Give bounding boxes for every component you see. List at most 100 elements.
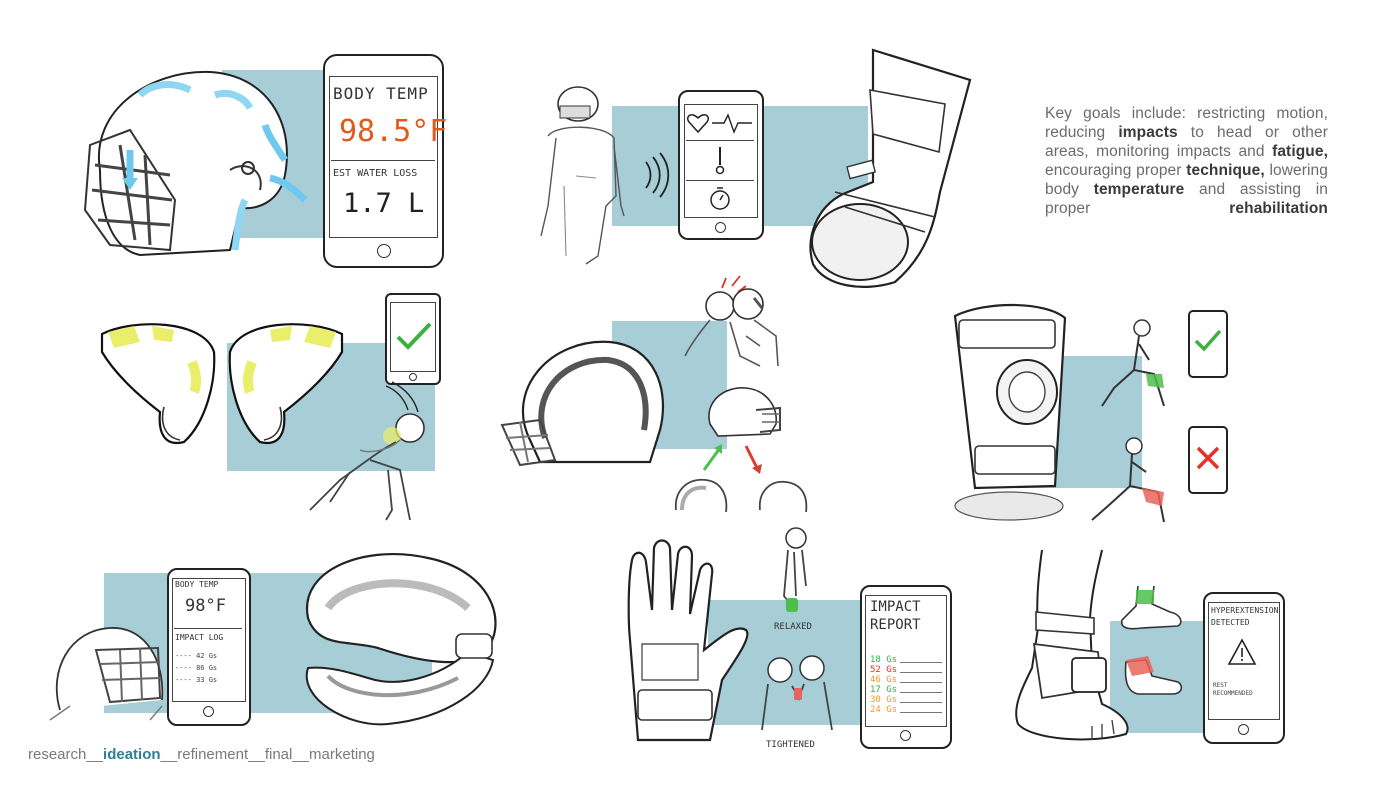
phone-correct xyxy=(1188,310,1228,378)
relaxed-hand-figure xyxy=(783,527,807,612)
tightened-hands-figure xyxy=(761,655,833,731)
stopwatch-icon xyxy=(710,187,730,210)
report-line xyxy=(900,712,942,713)
home-button xyxy=(203,706,214,717)
warning-icon xyxy=(1227,638,1257,665)
divider xyxy=(686,180,754,181)
collision-players-sketch xyxy=(684,275,779,367)
phone-screen xyxy=(865,595,947,727)
home-button xyxy=(377,244,391,258)
process-breadcrumb: research__ideation__refinement__final__m… xyxy=(28,746,375,763)
player-helmet-sketch xyxy=(49,627,164,721)
breadcrumb-separator: __ xyxy=(248,746,265,763)
goals-text: and assisting in proper xyxy=(1045,181,1328,217)
impact-log-title: IMPACT LOG xyxy=(175,633,224,642)
phone-screen xyxy=(390,302,436,372)
shoulder-pads-sketch xyxy=(100,323,344,445)
report-line xyxy=(900,682,942,683)
impact-log-row: ---- 86 Gs xyxy=(175,664,218,672)
impact-log-row: ---- 42 Gs xyxy=(175,652,218,660)
home-button xyxy=(1238,724,1249,735)
phone-impact-log: BODY TEMP 98°F IMPACT LOG ---- 42 Gs ---… xyxy=(167,568,251,726)
tightened-label: TIGHTENED xyxy=(766,740,815,750)
water-loss-label: EST WATER LOSS xyxy=(333,168,418,179)
phone-confirm xyxy=(385,293,441,385)
divider xyxy=(174,628,242,629)
phone-screen xyxy=(1208,602,1280,720)
breadcrumb-research[interactable]: research xyxy=(28,746,87,763)
hyper-title: HYPEREXTENSION xyxy=(1211,606,1279,615)
impact-report-row: 24 Gs xyxy=(870,705,898,715)
phone-hyperextension: HYPEREXTENSION DETECTED REST RECOMMENDED xyxy=(1203,592,1285,744)
breadcrumb-separator: __ xyxy=(160,746,178,763)
ankle-brace-sketch xyxy=(1015,549,1129,741)
lunge-incorrect-figure xyxy=(1091,437,1165,523)
report-line xyxy=(900,662,942,663)
body-temp-value: 98.5°F xyxy=(339,114,448,149)
rest-note: RECOMMENDED xyxy=(1213,690,1253,697)
check-icon xyxy=(1194,329,1222,352)
cleat-correct-sketch xyxy=(1120,585,1182,630)
signal-waves-icon xyxy=(645,152,670,198)
goals-text: Key goals include: restricting motion, r… xyxy=(1045,105,1328,141)
lunge-correct-figure xyxy=(1101,319,1165,407)
report-line xyxy=(900,692,942,693)
phone-screen xyxy=(684,104,758,218)
check-icon xyxy=(396,322,432,350)
player-figure-sketch xyxy=(540,86,625,265)
breadcrumb-separator: __ xyxy=(292,746,310,763)
heart-icon xyxy=(686,114,710,134)
helmet-small-sketch xyxy=(708,387,781,437)
thermometer-icon xyxy=(715,147,725,175)
goals-keyword-technique: technique, xyxy=(1186,162,1265,179)
body-temp-title: BODY TEMP xyxy=(333,84,429,103)
impact-report-row: 18 Gs xyxy=(870,655,898,665)
heartbeat-icon xyxy=(712,113,752,134)
hyper-title: DETECTED xyxy=(1211,618,1250,627)
helmet-cooling-sketch xyxy=(83,70,308,257)
goals-text: lowering body xyxy=(1045,162,1328,198)
report-line xyxy=(900,702,942,703)
impact-log-row: ---- 33 Gs xyxy=(175,676,218,684)
goals-keyword-impacts: impacts xyxy=(1118,124,1178,141)
relaxed-label: RELAXED xyxy=(774,622,812,632)
impact-report-row: 30 Gs xyxy=(870,695,898,705)
goals-text: to head or other areas, monitoring impac… xyxy=(1045,124,1328,160)
breadcrumb-ideation[interactable]: ideation xyxy=(103,746,161,763)
impact-report-row: 46 Gs xyxy=(870,675,898,685)
cleat-incorrect-sketch xyxy=(1124,656,1183,695)
impact-report-title: REPORT xyxy=(870,617,921,633)
home-button xyxy=(900,730,911,741)
glove-sketch xyxy=(627,539,749,742)
log-temp-title: BODY TEMP xyxy=(175,580,219,589)
elbow-brace-sketch xyxy=(809,48,972,288)
tackle-players-sketch xyxy=(309,413,425,521)
breadcrumb-marketing[interactable]: marketing xyxy=(309,746,375,763)
breadcrumb-final[interactable]: final xyxy=(264,746,293,763)
impact-report-title: IMPACT xyxy=(870,599,921,615)
divider xyxy=(686,140,754,141)
breadcrumb-refinement[interactable]: refinement xyxy=(177,746,249,763)
goals-text: encouraging proper xyxy=(1045,162,1182,179)
breadcrumb-separator: __ xyxy=(86,746,104,763)
cross-icon xyxy=(1196,446,1220,470)
water-loss-value: 1.7 L xyxy=(343,188,425,219)
liner-comparison-arrows xyxy=(675,444,808,513)
phone-screen xyxy=(329,76,438,238)
goals-keyword-fatigue: fatigue, xyxy=(1272,143,1328,160)
knee-brace-sketch xyxy=(953,303,1067,521)
home-button xyxy=(715,222,726,233)
home-button xyxy=(409,373,417,381)
signal-waves-icon xyxy=(385,381,419,413)
impact-report-row: 52 Gs xyxy=(870,665,898,675)
rest-note: REST xyxy=(1213,682,1228,689)
mouthguard-sketch xyxy=(305,553,497,726)
phone-screen xyxy=(172,578,246,702)
phone-impact-report: IMPACT REPORT 18 Gs 52 Gs 46 Gs 17 Gs 30… xyxy=(860,585,952,749)
impact-report-row: 17 Gs xyxy=(870,685,898,695)
goals-keyword-temperature: temperature xyxy=(1093,181,1185,198)
goals-keyword-rehabilitation: rehabilitation xyxy=(1229,200,1328,217)
phone-incorrect xyxy=(1188,426,1228,494)
divider xyxy=(331,160,435,161)
log-temp-value: 98°F xyxy=(185,596,226,616)
